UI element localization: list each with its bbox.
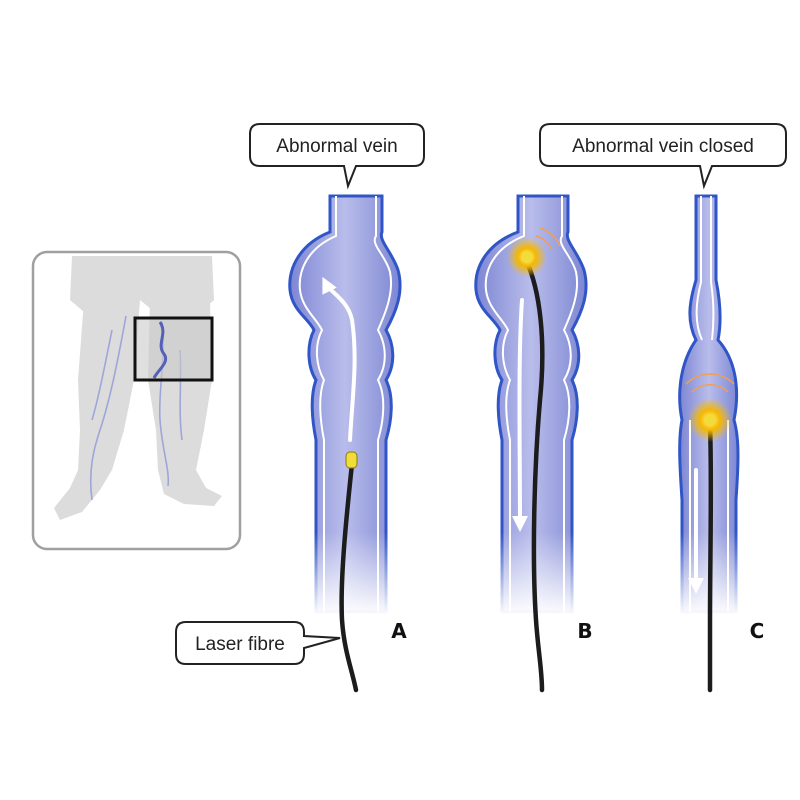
callout-abnormal-vein: Abnormal vein xyxy=(249,123,425,190)
flow-arrow-up xyxy=(322,276,357,442)
laser-fibre-b xyxy=(523,257,545,693)
zoom-box xyxy=(133,316,214,382)
vein-fade-top xyxy=(284,190,408,230)
panel-letter-c: C xyxy=(750,619,765,643)
panel-b-vein xyxy=(470,190,594,693)
laser-tip-icon xyxy=(521,251,533,263)
panel-letter-b: B xyxy=(577,619,592,643)
laser-tip-icon xyxy=(345,451,358,469)
vein-fade-top xyxy=(668,190,752,230)
panel-c-vein xyxy=(668,190,752,693)
laser-fibre-c xyxy=(707,421,714,693)
flow-arrow-down xyxy=(511,298,528,532)
panel-a-vein xyxy=(284,190,408,693)
callout-text: Abnormal vein closed xyxy=(572,136,754,157)
laser-fibre-a xyxy=(339,461,359,693)
vein-fade-bottom xyxy=(284,196,408,616)
heat-waves xyxy=(535,227,561,251)
laser-tip-icon xyxy=(704,414,716,426)
callout-text: Abnormal vein xyxy=(276,136,397,157)
legs-inset xyxy=(31,250,242,551)
callout-text: Laser fibre xyxy=(195,634,285,655)
panel-letter-a: A xyxy=(391,619,407,643)
vein-fade-top xyxy=(470,190,594,230)
callout-laser-fibre: Laser fibre xyxy=(175,621,341,665)
callout-abnormal-vein-closed: Abnormal vein closed xyxy=(539,123,787,190)
zoom-box-vein xyxy=(152,321,168,379)
heat-waves xyxy=(685,373,735,393)
